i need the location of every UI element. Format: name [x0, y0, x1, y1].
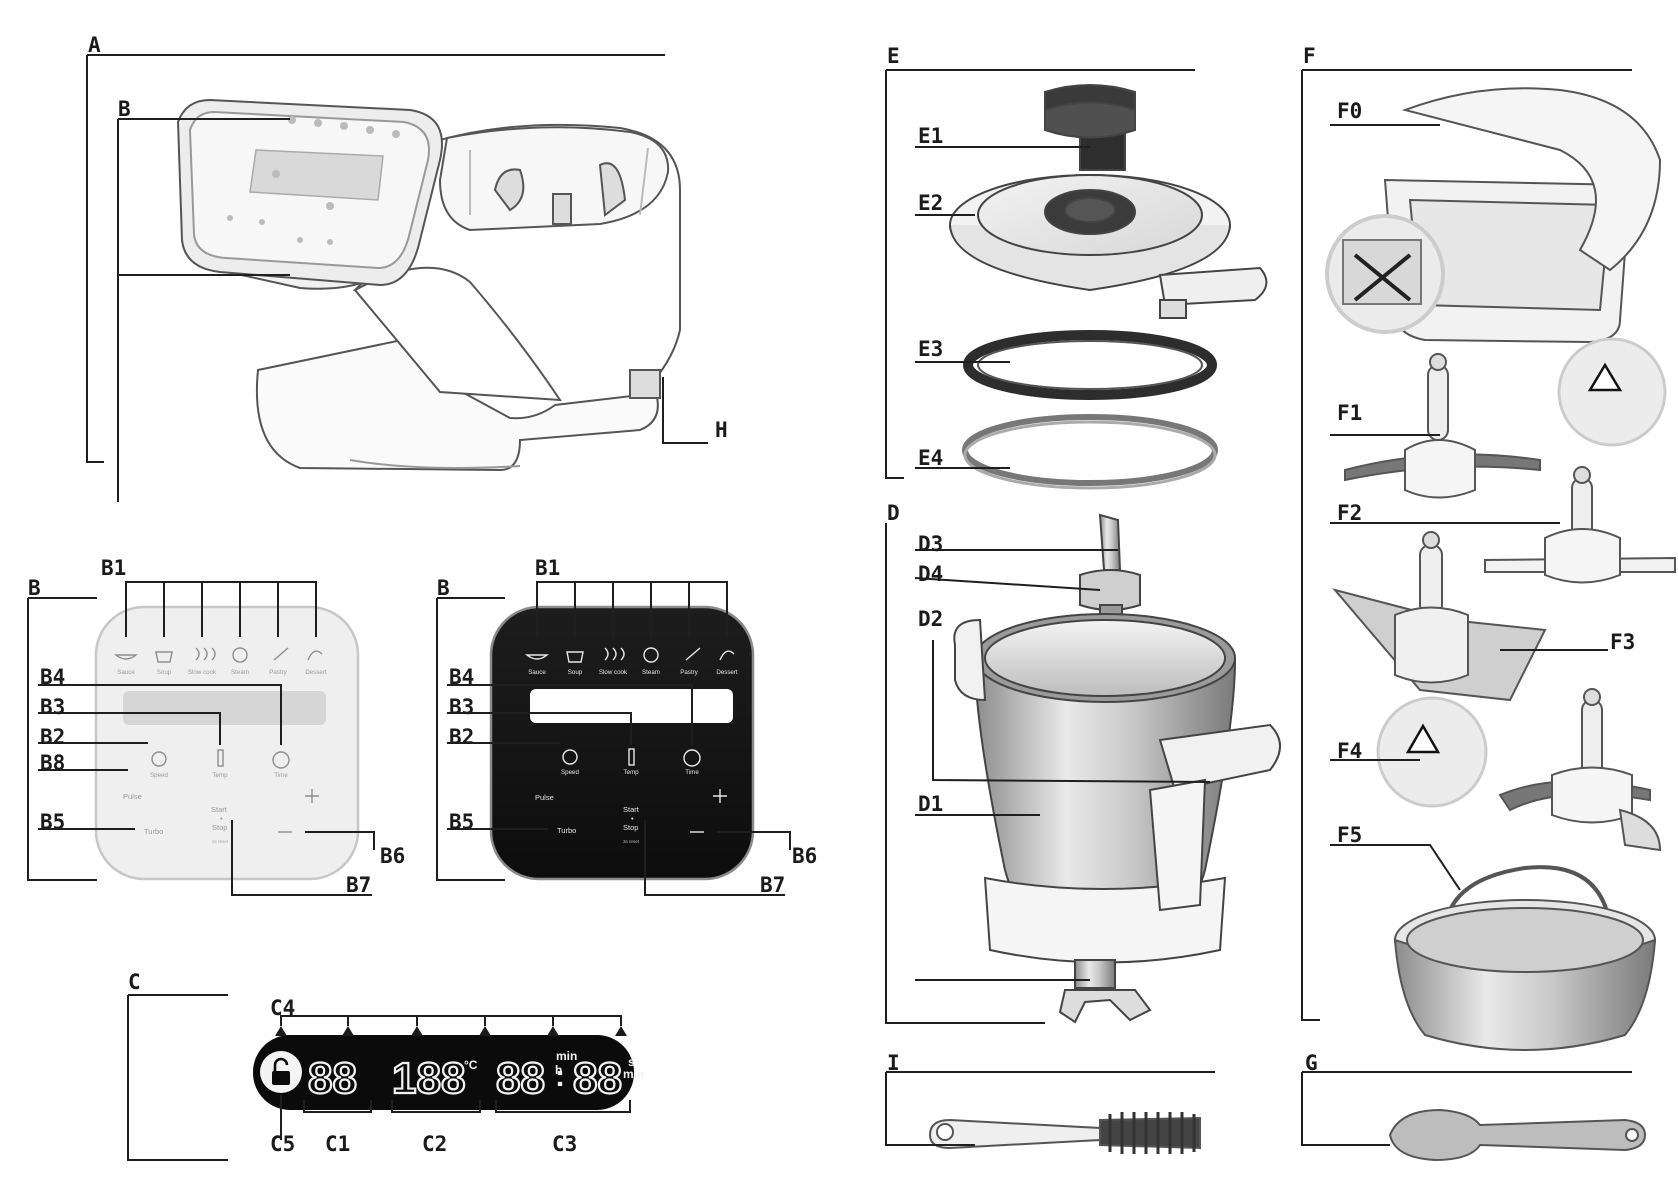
- light-pulse[interactable]: Pulse: [123, 792, 142, 801]
- label-D1: D1: [918, 792, 944, 816]
- light-prog-4[interactable]: Pastry: [269, 669, 287, 676]
- label-B1-light: B1: [101, 556, 127, 580]
- label-B: B: [118, 97, 131, 121]
- display-unit-min: min: [556, 1049, 577, 1063]
- label-B3-dark: B3: [449, 695, 475, 719]
- label-E: E: [887, 44, 900, 68]
- label-B6-dark: B6: [792, 844, 818, 868]
- label-B2-light: B2: [40, 725, 66, 749]
- dark-prog-2[interactable]: Slow cook: [599, 669, 628, 676]
- light-temp[interactable]: Temp: [212, 772, 228, 779]
- label-B2-dark: B2: [449, 725, 475, 749]
- dark-turbo[interactable]: Turbo: [557, 826, 576, 835]
- label-D3: D3: [918, 532, 944, 556]
- dark-prog-0[interactable]: Sauce: [528, 669, 546, 676]
- label-F0: F0: [1337, 99, 1363, 123]
- label-F4: F4: [1337, 739, 1363, 763]
- display-digits-4: 88: [573, 1054, 622, 1103]
- lid-illustration: [949, 84, 1268, 490]
- display-unit-h: h: [555, 1063, 562, 1077]
- label-F2: F2: [1337, 501, 1363, 525]
- label-B7-dark: B7: [760, 873, 786, 897]
- label-B-dark: B: [437, 576, 450, 600]
- label-E1: E1: [918, 124, 944, 148]
- label-C3: C3: [552, 1132, 578, 1156]
- light-dot: •: [220, 814, 223, 823]
- label-G: G: [1305, 1051, 1318, 1075]
- light-turbo[interactable]: Turbo: [144, 827, 163, 836]
- light-hold: 3s reset: [212, 839, 229, 844]
- label-B6-light: B6: [380, 844, 406, 868]
- light-start[interactable]: Start: [211, 805, 228, 814]
- label-B4-light: B4: [40, 665, 66, 689]
- label-B-light: B: [28, 576, 41, 600]
- label-C4: C4: [270, 996, 296, 1020]
- display-unit-c: °C: [464, 1058, 478, 1072]
- label-B4-dark: B4: [449, 665, 475, 689]
- display-digits-3: 88: [496, 1054, 545, 1103]
- light-speed[interactable]: Speed: [150, 772, 168, 779]
- label-C1: C1: [325, 1132, 351, 1156]
- dark-time[interactable]: Time: [685, 769, 699, 776]
- label-F3: F3: [1610, 630, 1636, 654]
- spatula-brush-illustration: [928, 1108, 1647, 1162]
- light-prog-1[interactable]: Soup: [157, 669, 172, 676]
- light-prog-5[interactable]: Dessert: [305, 669, 327, 676]
- label-B3-light: B3: [40, 695, 66, 719]
- display-digits-1: 88: [308, 1054, 357, 1103]
- label-B1-dark: B1: [535, 556, 561, 580]
- label-F1: F1: [1337, 401, 1363, 425]
- label-B8-light: B8: [40, 751, 66, 775]
- label-I: I: [887, 1051, 900, 1075]
- light-prog-3[interactable]: Steam: [231, 669, 249, 676]
- label-E4: E4: [918, 446, 944, 470]
- dark-prog-5[interactable]: Dessert: [716, 669, 738, 676]
- dark-prog-1[interactable]: Soup: [568, 669, 583, 676]
- display-digits-2: 188: [392, 1054, 465, 1103]
- label-E3: E3: [918, 337, 944, 361]
- label-B5-dark: B5: [449, 810, 475, 834]
- dark-hold: 3s reset: [623, 839, 640, 844]
- light-prog-2[interactable]: Slow cook: [188, 669, 217, 676]
- dark-pulse[interactable]: Pulse: [535, 793, 554, 802]
- dark-prog-4[interactable]: Pastry: [680, 669, 698, 676]
- display-unit-s: s: [628, 1055, 635, 1069]
- control-panel-light: Sauce Soup Slow cook Steam Pastry Desser…: [94, 605, 360, 881]
- lcd-display: 88 188 88 88 : °C min h s min: [253, 1026, 644, 1110]
- control-panel-dark: Sauce Soup Slow cook Steam Pastry Desser…: [489, 605, 755, 881]
- label-C: C: [128, 970, 141, 994]
- dark-temp[interactable]: Temp: [623, 769, 639, 776]
- label-A: A: [88, 33, 101, 57]
- label-E2: E2: [918, 191, 944, 215]
- light-time[interactable]: Time: [274, 772, 288, 779]
- label-D: D: [887, 501, 900, 525]
- light-stop[interactable]: Stop: [212, 823, 227, 832]
- light-prog-0[interactable]: Sauce: [117, 669, 135, 676]
- appliance-illustration: [176, 98, 681, 472]
- label-B7-light: B7: [346, 873, 372, 897]
- leader-lines: [27, 54, 1632, 1161]
- dark-prog-3[interactable]: Steam: [642, 669, 660, 676]
- dark-start[interactable]: Start: [623, 805, 640, 814]
- label-B5-light: B5: [40, 810, 66, 834]
- label-F: F: [1303, 44, 1316, 68]
- label-D2: D2: [918, 607, 944, 631]
- label-D4: D4: [918, 562, 944, 586]
- bowl-illustration: [953, 513, 1281, 1024]
- label-C5: C5: [270, 1132, 296, 1156]
- label-H: H: [715, 418, 728, 442]
- dark-dot: •: [631, 814, 634, 823]
- display-unit-min2: min: [623, 1067, 644, 1081]
- dark-speed[interactable]: Speed: [561, 769, 579, 776]
- label-C2: C2: [422, 1132, 448, 1156]
- label-F5: F5: [1337, 823, 1363, 847]
- dark-stop[interactable]: Stop: [623, 823, 638, 832]
- display-sep: :: [555, 1060, 565, 1093]
- accessories-illustration: [1325, 87, 1676, 1051]
